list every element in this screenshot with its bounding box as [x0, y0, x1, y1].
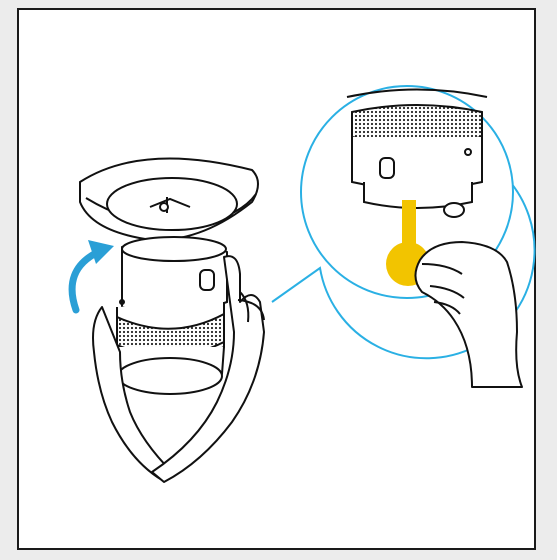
rotate-arrow-icon — [72, 240, 114, 310]
illustration-frame — [17, 8, 536, 550]
instruction-illustration — [19, 10, 538, 552]
smoke-detector-body — [117, 237, 227, 394]
pulling-hand — [415, 242, 522, 387]
zoomed-detector — [347, 90, 487, 218]
ceiling-mount-plate — [80, 158, 258, 240]
